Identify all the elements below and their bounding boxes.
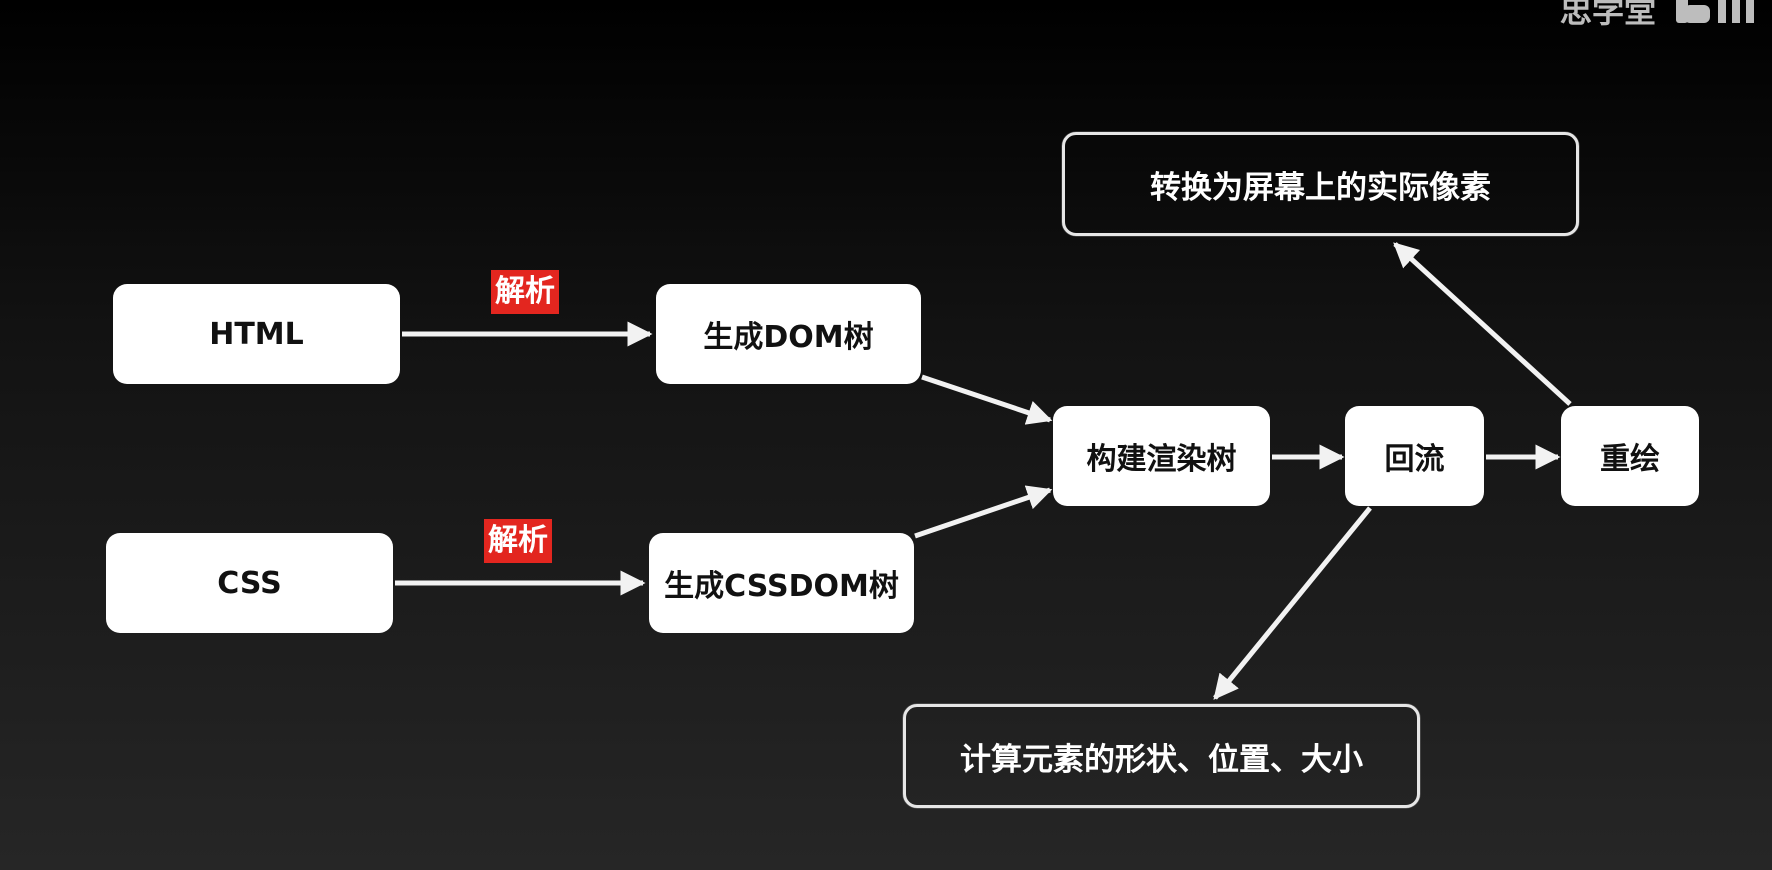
node-cssdom-tree: 生成CSSDOM树 (649, 533, 914, 633)
node-pixels: 转换为屏幕上的实际像素 (1062, 132, 1579, 236)
arrow-repaint-to-pixels (1393, 242, 1572, 406)
arrow-cssdom-to-render (914, 485, 1053, 539)
bilibili-logo-icon (1676, 0, 1754, 23)
node-reflow: 回流 (1345, 406, 1484, 506)
node-html: HTML (113, 284, 400, 384)
arrow-dom-to-render (921, 374, 1053, 425)
watermark-text: 忠学堂 (1559, 0, 1656, 30)
node-compute: 计算元素的形状、位置、大小 (903, 704, 1420, 808)
watermark: 忠学堂 (1560, 0, 1760, 32)
node-repaint: 重绘 (1561, 406, 1699, 506)
node-dom-tree: 生成DOM树 (656, 284, 921, 384)
node-css: CSS (106, 533, 393, 633)
node-render-tree: 构建渲染树 (1053, 406, 1270, 506)
label-parse-css: 解析 (484, 519, 552, 563)
arrow-reflow-to-compute (1213, 506, 1372, 700)
label-parse-html: 解析 (491, 270, 559, 314)
